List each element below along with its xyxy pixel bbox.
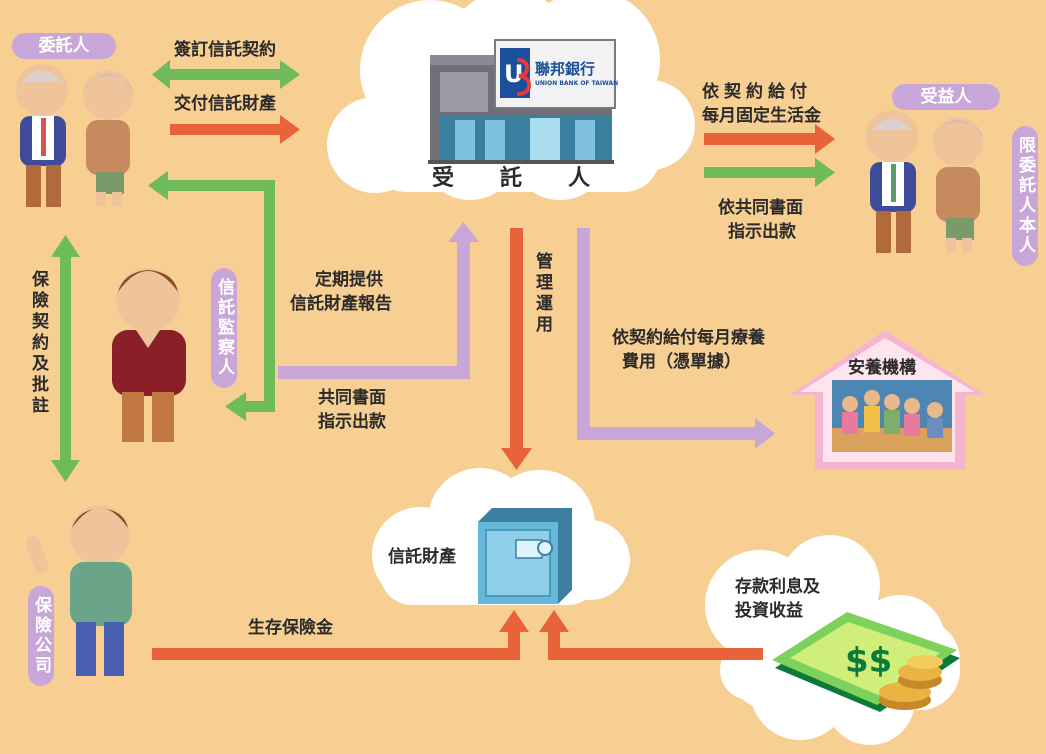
arrow-sign-contract [152, 60, 300, 89]
arrow-manage [501, 228, 532, 470]
label-insurance-contract: 保險契約及批註 [28, 270, 48, 417]
label-survival-benefit: 生存保險金 [248, 618, 333, 638]
beneficiary-note-badge: 限委託人本人 [1012, 126, 1038, 266]
bank-logo-icon: U [500, 48, 532, 98]
label-care-fee-2: 費用（憑單據） [622, 352, 741, 372]
care-home-label: 安養機構 [848, 358, 916, 378]
insurance-agent-icon [25, 505, 132, 676]
settlor-badge: 委託人 [12, 33, 116, 59]
beneficiary-badge: 受益人 [892, 84, 1000, 110]
safe-icon [478, 508, 572, 604]
label-report-1: 定期提供 [315, 270, 383, 290]
arrow-care-fee [577, 228, 775, 449]
label-manage: 管理運用 [532, 252, 552, 336]
label-interest-2: 投資收益 [735, 601, 803, 621]
beneficiary-couple-icon [866, 110, 984, 253]
label-monthly-living-2: 每月固定生活金 [702, 106, 821, 126]
label-interest-1: 存款利息及 [735, 577, 820, 597]
arrow-deliver-property [170, 115, 300, 144]
arrow-joint-written [704, 158, 835, 187]
label-report-2: 信託財產報告 [290, 294, 392, 314]
arrow-insurance-contract [51, 235, 80, 482]
label-sign-contract: 簽訂信託契約 [174, 40, 276, 60]
settlor-couple-icon [16, 64, 134, 207]
label-joint-written-2: 指示出款 [728, 222, 796, 242]
bank-name-en: UNION BANK OF TAIWAN [535, 80, 619, 87]
arrow-report [278, 222, 479, 379]
bank-building [428, 39, 616, 164]
insurer-badge: 保險公司 [28, 586, 54, 686]
trustee-label: 受託人 [432, 166, 637, 191]
bank-name-zh: 聯邦銀行 [535, 60, 596, 78]
svg-text:U: U [504, 60, 524, 88]
arrow-green-l-settlor [148, 171, 275, 421]
arrow-survival-benefit [152, 610, 529, 660]
supervisor-badge: 信託監察人 [211, 268, 237, 388]
arrow-monthly-living [704, 124, 835, 154]
label-care-fee-1: 依契約給付每月療養 [612, 328, 765, 348]
label-monthly-living-1: 依契約給付 [702, 82, 812, 102]
label-joint-instr-1: 共同書面 [318, 388, 386, 408]
supervisor-person-icon [112, 268, 186, 442]
care-home-icon [790, 330, 985, 470]
label-joint-written-1: 依共同書面 [718, 198, 803, 218]
money-icon: $$ [772, 612, 960, 712]
label-deliver-property: 交付信託財產 [174, 94, 276, 114]
label-joint-instr-2: 指示出款 [318, 412, 386, 432]
svg-text:$$: $$ [845, 641, 892, 681]
trust-property-label: 信託財產 [388, 547, 456, 567]
arrow-interest [539, 610, 763, 660]
